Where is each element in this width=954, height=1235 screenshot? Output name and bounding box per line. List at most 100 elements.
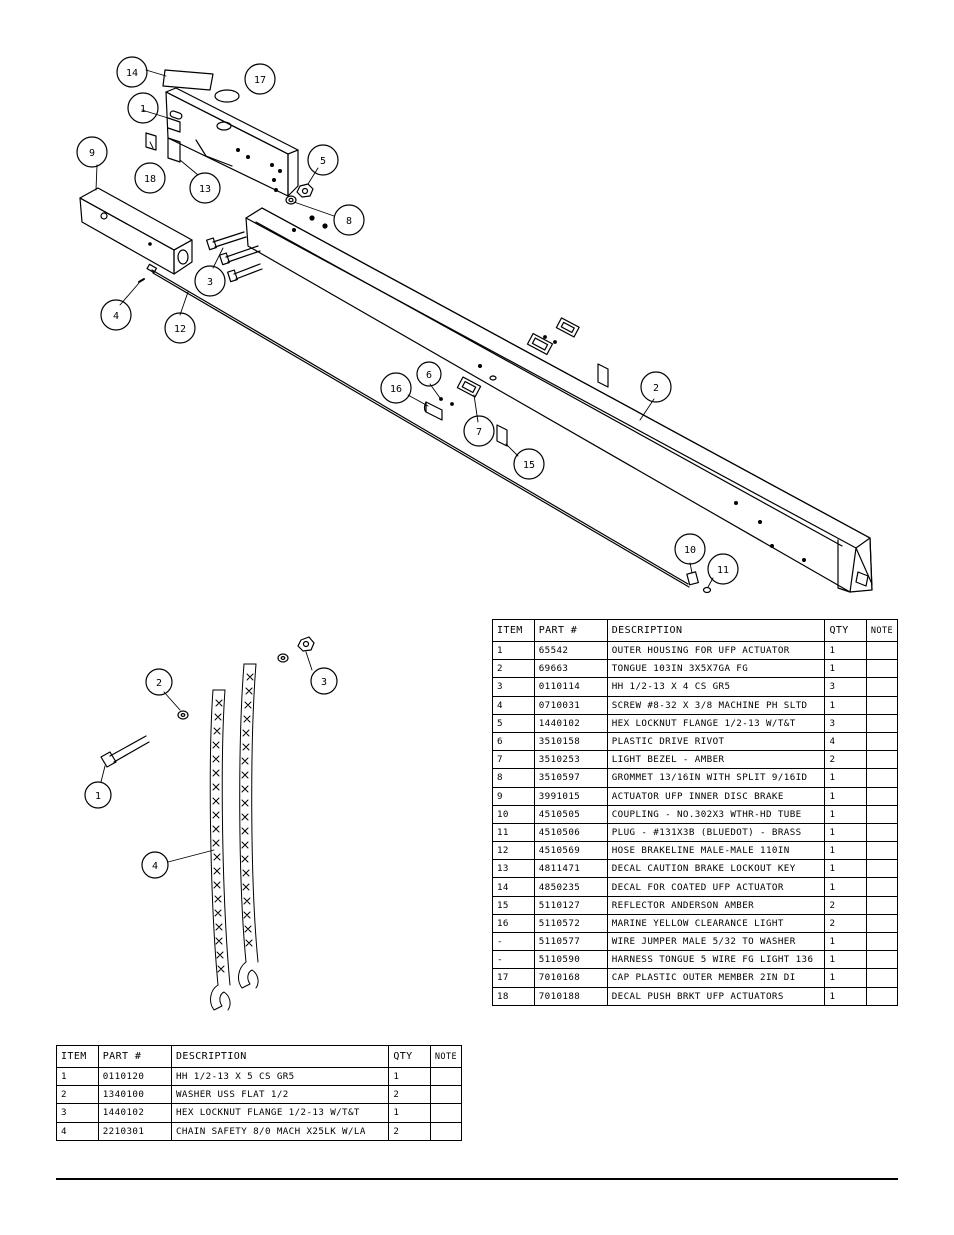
callout-circle — [640, 371, 672, 403]
cell-description: DECAL CAUTION BRAKE LOCKOUT KEY — [606, 859, 826, 879]
cell-note — [865, 731, 899, 752]
cell-part-number: 5110590 — [533, 950, 608, 970]
cell-part-number: 3991015 — [533, 786, 608, 806]
cell-qty: 1 — [824, 877, 867, 897]
decal-14-shape — [162, 69, 214, 91]
cell-part-number: 0110120 — [97, 1066, 172, 1087]
cell-qty: 1 — [824, 859, 867, 879]
callout-circle — [134, 162, 166, 194]
callout-label: 3 — [207, 277, 213, 288]
cell-qty: 1 — [824, 822, 867, 843]
cell-item: 5 — [492, 713, 535, 733]
cell-description: ACTUATOR UFP INNER DISC BRAKE — [606, 786, 826, 806]
cell-qty: 2 — [824, 895, 867, 915]
bolt-1-shape — [100, 735, 150, 768]
cell-part-number: 4811471 — [533, 859, 608, 879]
cell-note — [865, 986, 899, 1006]
cell-qty: 1 — [824, 931, 867, 952]
callout-circle — [116, 56, 148, 88]
callout-circle — [164, 312, 196, 344]
cell-part-number: 4510569 — [533, 841, 608, 861]
tongue-2-shape — [245, 207, 873, 593]
cell-item: 17 — [492, 968, 535, 988]
cell-qty: 1 — [824, 640, 867, 661]
cell-note — [865, 968, 899, 988]
callouts-upper-group: 14 17 1 18 13 9 5 8 3 4 12 16 6 7 15 2 1… — [76, 56, 739, 585]
callout-label: 7 — [476, 427, 482, 438]
cell-note — [865, 659, 899, 679]
cell-description: DECAL PUSH BRKT UFP ACTUATORS — [606, 986, 826, 1006]
callout-label: 1 — [95, 791, 101, 802]
cell-note — [865, 804, 899, 824]
clearance-light-16-shape — [423, 401, 443, 421]
brake-hose-12-shape — [146, 263, 690, 588]
cell-note — [429, 1085, 463, 1105]
cell-description: WIRE JUMPER MALE 5/32 TO WASHER — [606, 931, 826, 952]
callout-circle — [189, 172, 221, 204]
cell-part-number: 5110127 — [533, 895, 608, 915]
cell-part-number: 65542 — [533, 640, 608, 661]
cell-item: 10 — [492, 804, 535, 824]
cell-item: 9 — [492, 786, 535, 806]
cell-description: GROMMET 13/16IN WITH SPLIT 9/16ID — [606, 768, 826, 788]
cell-description: TONGUE 103IN 3X5X7GA FG — [606, 659, 826, 679]
cell-note — [865, 713, 899, 733]
cell-description: HH 1/2-13 X 5 CS GR5 — [170, 1066, 390, 1087]
cell-qty: 4 — [824, 731, 867, 752]
cell-item: 14 — [492, 877, 535, 897]
decal-13-shape — [167, 137, 181, 163]
cell-note — [865, 768, 899, 788]
cell-part-number: 3510253 — [533, 750, 608, 770]
callout-circle — [416, 361, 442, 387]
cell-description: HEX LOCKNUT FLANGE 1/2-13 W/T&T — [170, 1103, 390, 1123]
page-bottom-rule — [56, 1178, 898, 1180]
cell-part-number: 5110577 — [533, 931, 608, 952]
header-qty: QTY — [824, 619, 867, 642]
callout-label: 9 — [89, 148, 95, 159]
cell-note — [429, 1103, 463, 1123]
cell-part-number: 4510505 — [533, 804, 608, 824]
cell-item: 3 — [56, 1103, 99, 1123]
cell-note — [865, 822, 899, 843]
plug-11-shape — [702, 586, 712, 594]
cell-part-number: 3510158 — [533, 731, 608, 752]
cell-item: 16 — [492, 913, 535, 934]
callout-circle — [707, 553, 739, 585]
callout-label: 6 — [426, 370, 432, 381]
cell-part-number: 3510597 — [533, 768, 608, 788]
cell-note — [429, 1066, 463, 1087]
cell-part-number: 0710031 — [533, 695, 608, 715]
cell-part-number: 4850235 — [533, 877, 608, 897]
safety-chain-left-shape — [209, 689, 231, 1011]
callout-circle — [145, 668, 173, 696]
callout-label: 3 — [321, 677, 327, 688]
header-note: NOTE — [865, 619, 899, 642]
cell-note — [865, 859, 899, 879]
cell-note — [865, 877, 899, 897]
cell-part-number: 1340100 — [97, 1085, 172, 1105]
cell-part-number: 7010188 — [533, 986, 608, 1006]
callout-label: 13 — [199, 184, 211, 195]
reflector-15-shape — [496, 424, 508, 447]
cell-description: CAP PLASTIC OUTER MEMBER 2IN DI — [606, 968, 826, 988]
cell-qty: 3 — [824, 677, 867, 697]
cell-part-number: 2210301 — [97, 1121, 172, 1141]
callout-circle — [127, 92, 159, 124]
cell-item: 4 — [56, 1121, 99, 1141]
screw-4-shape — [138, 278, 145, 283]
light-bezel-upper-shape — [526, 317, 580, 356]
cell-part-number: 5110572 — [533, 913, 608, 934]
coupling-10-shape — [686, 571, 699, 586]
callout-circle — [244, 63, 276, 95]
callout-label: 1 — [140, 104, 146, 115]
callout-circle — [463, 415, 495, 447]
callout-label: 14 — [126, 68, 138, 79]
